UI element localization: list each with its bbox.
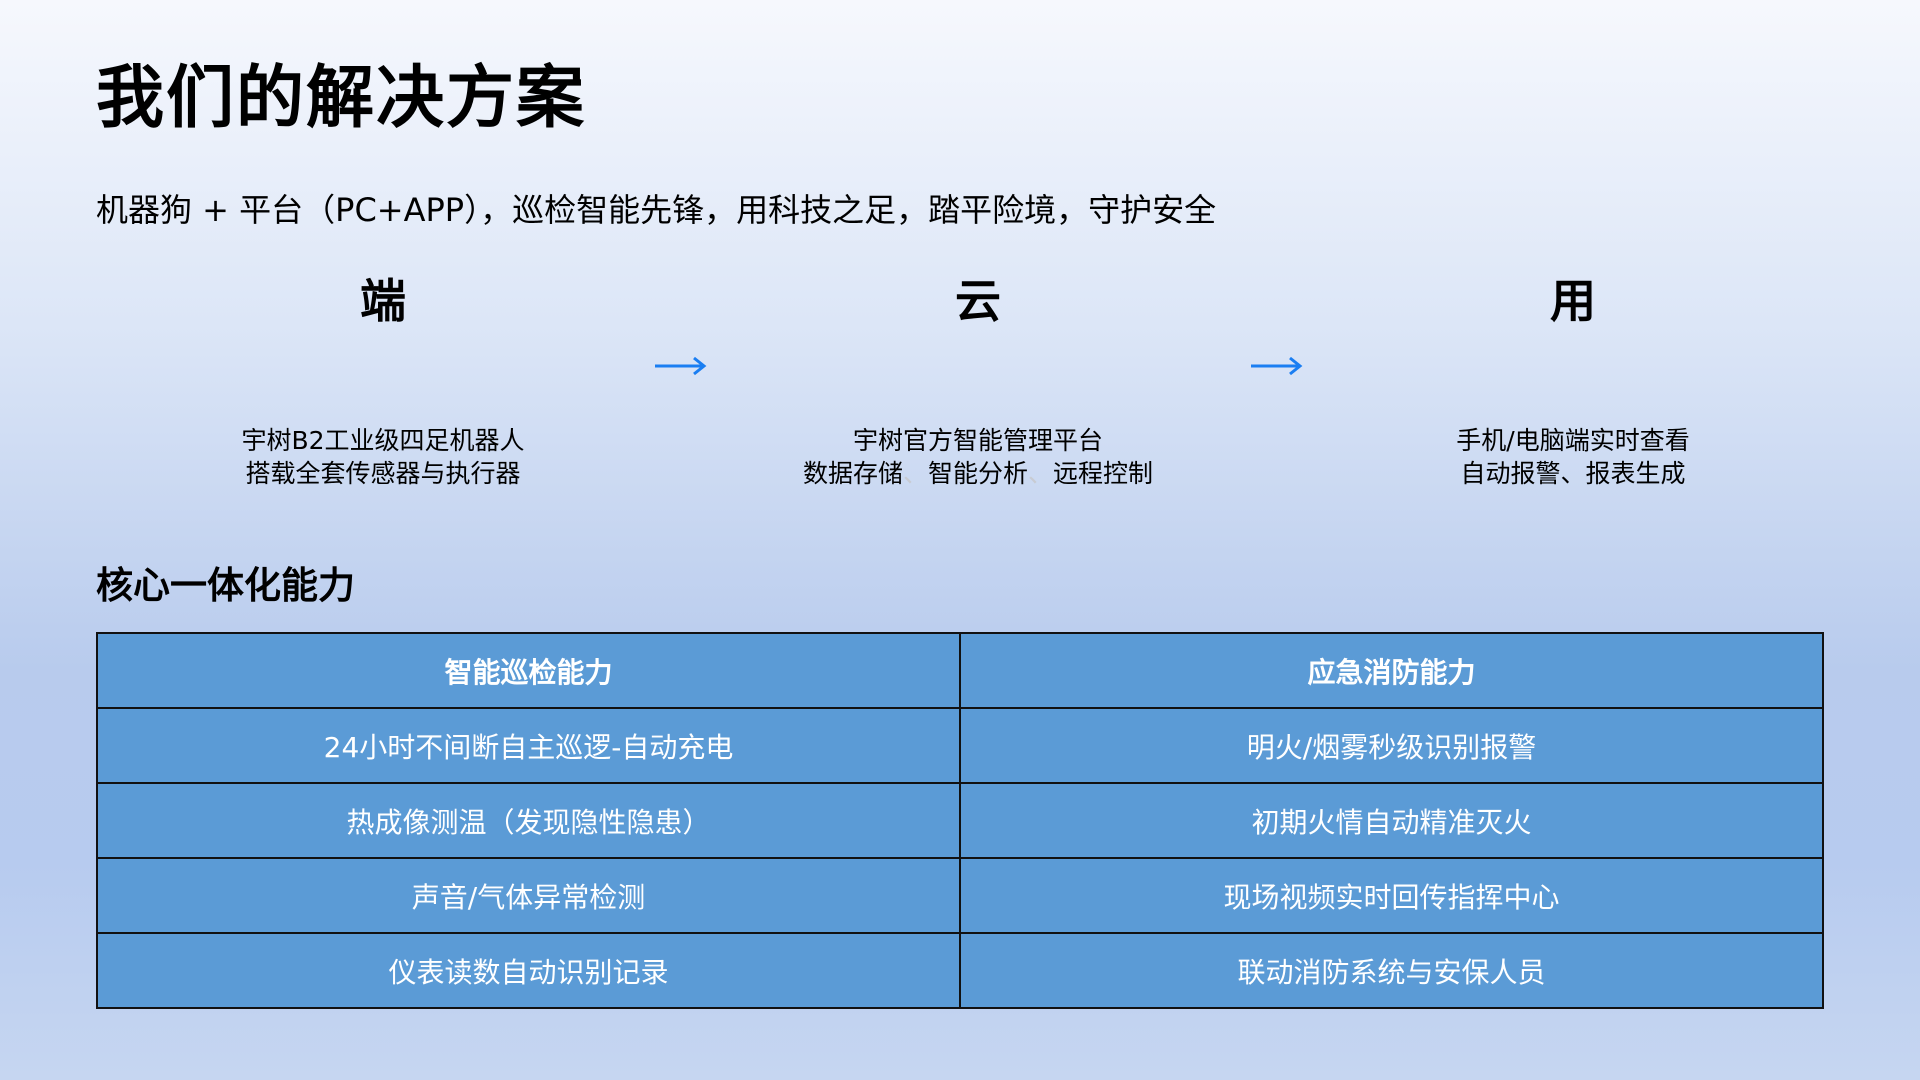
flow-arrow-right-icon: [655, 356, 707, 376]
flow-desc-separator: 、: [1028, 459, 1054, 488]
table-row: 24小时不间断自主巡逻-自动充电 明火/烟雾秒级识别报警: [96, 707, 1824, 784]
flow-desc-line: 宇树官方智能管理平台: [852, 426, 1103, 455]
table-row: 声音/气体异常检测 现场视频实时回传指挥中心: [96, 857, 1824, 934]
flow-heading-device: 端: [360, 274, 406, 328]
flow-description-cloud: 宇树官方智能管理平台 数据存储、智能分析、远程控制: [718, 424, 1238, 490]
flow-desc-line: 搭载全套传感器与执行器: [245, 459, 521, 488]
page-title: 我们的解决方案: [96, 59, 587, 138]
flow-description-usage: 手机/电脑端实时查看 自动报警、报表生成: [1313, 424, 1833, 490]
capabilities-table: 智能巡检能力 应急消防能力 24小时不间断自主巡逻-自动充电 明火/烟雾秒级识别…: [96, 632, 1824, 1009]
table-header-cell: 智能巡检能力: [96, 632, 961, 709]
table-cell: 仪表读数自动识别记录: [96, 932, 961, 1009]
flow-desc-item: 远程控制: [1053, 459, 1154, 488]
flow-heading-usage: 用: [1550, 274, 1596, 328]
table-header-cell: 应急消防能力: [959, 632, 1824, 709]
section-title-core-capabilities: 核心一体化能力: [96, 564, 355, 607]
flow-desc-line: 宇树B2工业级四足机器人: [241, 426, 525, 455]
table-header-row: 智能巡检能力 应急消防能力: [96, 632, 1824, 709]
flow-description-device: 宇树B2工业级四足机器人 搭载全套传感器与执行器: [123, 424, 643, 490]
flow-desc-separator: 、: [902, 459, 928, 488]
flow-column-cloud: 云 宇树官方智能管理平台 数据存储、智能分析、远程控制: [718, 272, 1238, 490]
flow-desc-line: 手机/电脑端实时查看: [1456, 426, 1690, 455]
table-cell: 现场视频实时回传指挥中心: [959, 857, 1824, 934]
flow-heading-cloud: 云: [955, 274, 1001, 328]
flow-arrow-right-icon: [1251, 356, 1303, 376]
table-row: 仪表读数自动识别记录 联动消防系统与安保人员: [96, 932, 1824, 1009]
flow-desc-line: 自动报警、报表生成: [1460, 459, 1686, 488]
table-cell: 热成像测温（发现隐性隐患）: [96, 782, 961, 859]
flow-column-device: 端 宇树B2工业级四足机器人 搭载全套传感器与执行器: [123, 272, 643, 490]
table-cell: 联动消防系统与安保人员: [959, 932, 1824, 1009]
flow-desc-item: 智能分析: [927, 459, 1028, 488]
table-cell: 声音/气体异常检测: [96, 857, 961, 934]
page-subtitle: 机器狗 + 平台（PC+APP），巡检智能先锋，用科技之足，踏平险境，守护安全: [96, 191, 1217, 229]
table-cell: 24小时不间断自主巡逻-自动充电: [96, 707, 961, 784]
flow-desc-item: 数据存储: [802, 459, 903, 488]
flow-column-usage: 用 手机/电脑端实时查看 自动报警、报表生成: [1313, 272, 1833, 490]
table-cell: 明火/烟雾秒级识别报警: [959, 707, 1824, 784]
table-row: 热成像测温（发现隐性隐患） 初期火情自动精准灭火: [96, 782, 1824, 859]
table-cell: 初期火情自动精准灭火: [959, 782, 1824, 859]
flow-desc-line: 数据存储、智能分析、远程控制: [718, 457, 1238, 490]
